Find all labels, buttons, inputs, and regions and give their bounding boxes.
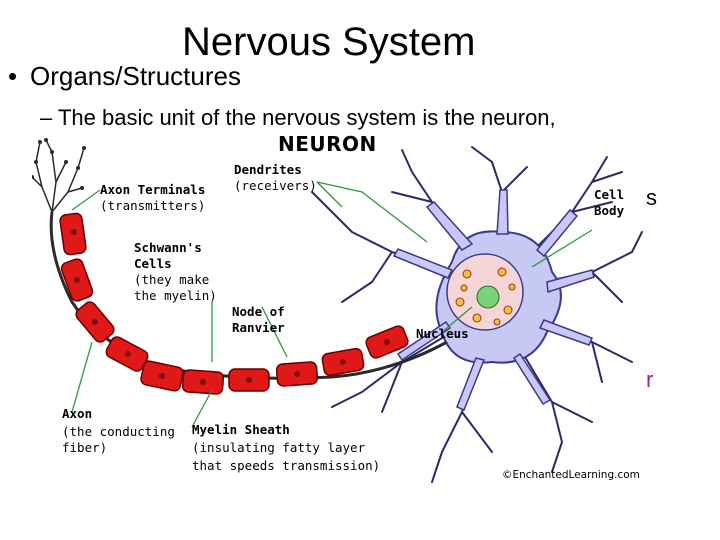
label-myelin-desc-2: that speeds transmission) (192, 458, 381, 473)
label-transmitters: (transmitters) (100, 198, 206, 213)
label-myelin-sheath: Myelin Sheath (192, 422, 290, 437)
schwann-nuclei (71, 229, 390, 385)
label-dendrites: Dendrites (234, 162, 302, 177)
slide-title: Nervous System (182, 20, 476, 64)
bullet-organs: • Organs/Structures (8, 60, 241, 92)
label-ranvier: Ranvier (232, 320, 285, 335)
organelles (455, 267, 516, 326)
label-nucleus: Nucleus (416, 326, 469, 341)
terminal-buttons (32, 138, 86, 190)
neuron-title: NEURON (278, 132, 377, 156)
label-axon-terminals: Axon Terminals (100, 182, 206, 197)
nucleolus-shape (476, 285, 500, 309)
hidden-text-fragment: s (646, 185, 657, 210)
axon-terminal-branches (32, 139, 85, 213)
label-receivers: (receivers) (234, 178, 317, 193)
label-cell: Cell (594, 187, 625, 202)
bullet-text: Organs/Structures (30, 61, 241, 91)
hidden-text-fragment-purple: r (646, 367, 654, 392)
label-schwann-cells: Cells (134, 256, 172, 271)
label-schwann-desc: (they make (134, 272, 210, 287)
label-schwann: Schwann's (134, 240, 202, 255)
label-leader-lines (71, 181, 593, 428)
neuron-illustration (32, 138, 643, 483)
dendrite-trunks (392, 189, 595, 411)
label-axon-desc: (the conducting (62, 424, 175, 439)
label-myelin-desc: (insulating fatty layer (192, 440, 366, 455)
label-axon: Axon (62, 406, 93, 421)
neuron-diagram: NEURON Axon Terminals (transmitters) Den… (32, 132, 644, 490)
label-schwann-desc-2: the myelin) (134, 288, 217, 303)
credit-text: ©EnchantedLearning.com (502, 469, 640, 481)
label-body: Body (594, 203, 625, 218)
sub-bullet-neuron: – The basic unit of the nervous system i… (40, 105, 556, 130)
label-axon-desc-2: fiber) (62, 440, 108, 455)
bullet-dot: • (8, 61, 18, 91)
label-node-of: Node of (232, 304, 285, 319)
